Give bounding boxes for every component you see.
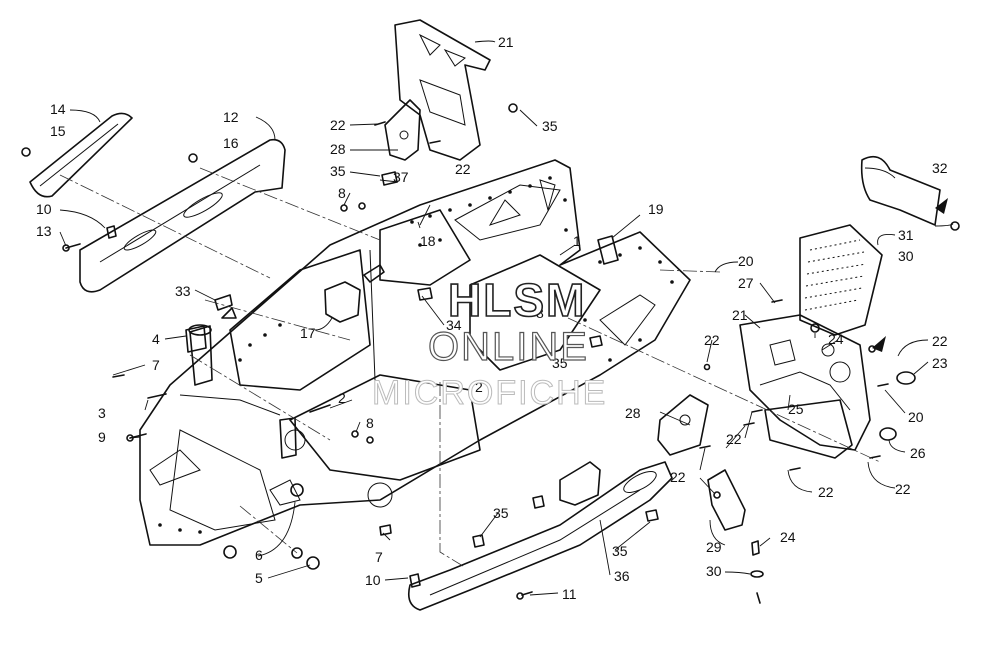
callout-1: 1 — [573, 233, 581, 249]
callout-3: 3 — [98, 405, 106, 421]
callout-18: 18 — [420, 233, 436, 249]
callout-29: 29 — [706, 539, 722, 555]
callout-24-low: 24 — [780, 529, 796, 545]
callout-32: 32 — [932, 160, 948, 176]
watermark: HLSM ONLINE MICROFICHE — [372, 273, 607, 412]
callout-14: 14 — [50, 101, 66, 117]
part-31-grille — [799, 224, 883, 336]
part-29-bracket — [707, 469, 746, 531]
callout-7-low: 7 — [375, 549, 383, 565]
chassis-rivets — [158, 176, 674, 534]
callout-2-left: 2 — [338, 390, 346, 406]
watermark-line-2: ONLINE — [428, 325, 589, 369]
callout-22-l2: 22 — [726, 431, 742, 447]
callout-35-left: 35 — [330, 163, 346, 179]
callout-22-l3: 22 — [670, 469, 686, 485]
callout-13: 13 — [36, 223, 52, 239]
callout-21-top: 21 — [498, 34, 514, 50]
callout-22-b1: 22 — [818, 484, 834, 500]
callout-17: 17 — [300, 325, 316, 341]
callout-10: 10 — [36, 201, 52, 217]
part-28-bracket-lower — [657, 394, 709, 456]
part-25-plate — [764, 399, 853, 459]
callout-22-r1: 22 — [932, 333, 948, 349]
callout-31: 31 — [898, 227, 914, 243]
part-28-bracket-top — [384, 99, 421, 161]
callout-35-right: 35 — [612, 543, 628, 559]
callout-24-top: 24 — [828, 331, 844, 347]
callout-28-top: 28 — [330, 141, 346, 157]
part-1-chassis — [139, 159, 691, 546]
callout-8-mid: 8 — [536, 305, 544, 321]
callout-5: 5 — [255, 570, 263, 586]
leader-lines — [59, 40, 954, 596]
callout-19: 19 — [648, 201, 664, 217]
callout-22-mid: 22 — [455, 161, 471, 177]
part-32-deflector — [860, 155, 941, 226]
callout-20-top: 20 — [738, 253, 754, 269]
callout-35-top: 35 — [542, 118, 558, 134]
callout-15: 15 — [50, 123, 66, 139]
watermark-line-1: HLSM — [448, 274, 586, 326]
callout-12: 12 — [223, 109, 239, 125]
callout-35-low: 35 — [493, 505, 509, 521]
arrow-markers — [872, 198, 948, 352]
callout-28-lower: 28 — [625, 405, 641, 421]
callout-36: 36 — [614, 568, 630, 584]
callout-22-mid2: 22 — [704, 332, 720, 348]
callout-33: 33 — [175, 283, 191, 299]
callout-25: 25 — [788, 401, 804, 417]
callout-30-right: 30 — [898, 248, 914, 264]
callout-21-right: 21 — [732, 307, 748, 323]
callout-8-top: 8 — [338, 185, 346, 201]
callout-8-low: 8 — [366, 415, 374, 431]
callout-22-top: 22 — [330, 117, 346, 133]
part-17-block — [324, 281, 361, 323]
callout-34: 34 — [446, 317, 462, 333]
part-21-steering-bracket — [394, 19, 491, 161]
reference-lines — [59, 167, 881, 567]
part-14-cross-bar — [29, 112, 133, 198]
part-27-bulkhead — [739, 314, 871, 451]
part-19-plate — [597, 235, 619, 265]
callout-2-mid: 2 — [475, 379, 483, 395]
callout-26: 26 — [910, 445, 926, 461]
callout-22-b2: 22 — [895, 481, 911, 497]
callout-11: 11 — [562, 586, 577, 602]
callout-7-left: 7 — [152, 357, 160, 373]
part-12-bumper-bar — [79, 138, 286, 293]
callout-23: 23 — [932, 355, 948, 371]
callout-30-low: 30 — [706, 563, 722, 579]
part-36-running-board — [407, 461, 673, 611]
callout-35-mid: 35 — [552, 355, 568, 371]
callout-20-right: 20 — [908, 409, 924, 425]
callout-labels: 14 15 12 16 10 13 21 22 35 28 22 35 37 8… — [36, 34, 948, 602]
callout-6: 6 — [255, 547, 263, 563]
callout-10-low: 10 — [365, 572, 381, 588]
callout-9: 9 — [98, 429, 106, 445]
watermark-line-3: MICROFICHE — [372, 374, 607, 412]
callout-27: 27 — [738, 275, 754, 291]
callout-16: 16 — [223, 135, 239, 151]
callout-37: 37 — [393, 169, 409, 185]
callout-4: 4 — [152, 331, 160, 347]
